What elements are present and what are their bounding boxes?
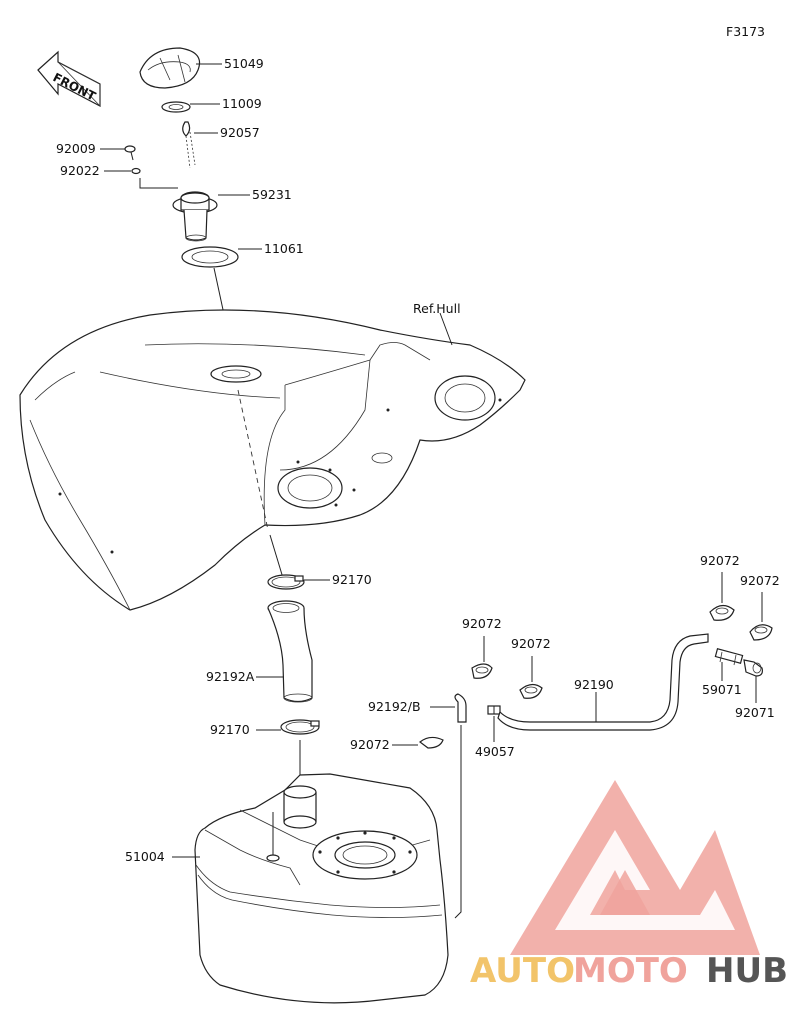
callout-breather-short-hose: 92192/B (368, 699, 421, 714)
lower-clamp-part[interactable] (280, 719, 320, 735)
strap-part[interactable] (182, 121, 196, 169)
cap-gasket-part[interactable] (161, 101, 191, 113)
watermark-hub: HUB (706, 951, 788, 991)
callout-fuel-tank: 51004 (125, 849, 165, 864)
callout-cap-gasket: 11009 (222, 96, 262, 111)
screw-part[interactable] (124, 145, 136, 161)
callout-washer: 92022 (60, 163, 100, 178)
upper-clamp-part[interactable] (267, 574, 305, 590)
callout-screw: 92009 (56, 141, 96, 156)
callout-filler-hose: 92192A (206, 669, 255, 684)
callout-joint: 49057 (475, 744, 515, 759)
callout-neck-gasket: 11061 (264, 241, 304, 256)
cap-part[interactable] (139, 47, 201, 89)
ref-hull-label: Ref.Hull (413, 301, 461, 316)
breather-short-hose-part[interactable] (454, 693, 467, 723)
filler-neck-part[interactable] (172, 191, 218, 242)
filler-hose-part[interactable] (267, 600, 313, 703)
joint-part[interactable] (487, 705, 501, 715)
callout-clip-b: 92072 (462, 616, 502, 631)
callout-upper-clamp: 92170 (332, 572, 372, 587)
clip-e-part[interactable] (749, 624, 773, 641)
watermark-moto: MOTO (573, 951, 688, 991)
clip-d-part[interactable] (709, 604, 735, 621)
clip-b-part[interactable] (471, 663, 493, 679)
washer-part[interactable] (131, 167, 141, 175)
neck-gasket-part[interactable] (181, 246, 239, 268)
callout-cap: 51049 (224, 56, 264, 71)
figure-code: F3173 (726, 24, 765, 39)
callout-clip-d: 92072 (700, 553, 740, 568)
check-valve-part[interactable] (714, 648, 744, 666)
clip-a-part[interactable] (419, 736, 444, 749)
callout-valve-cap: 92071 (735, 705, 775, 720)
hull-reference (19, 309, 526, 611)
valve-cap-part[interactable] (743, 659, 763, 677)
callout-strap: 92057 (220, 125, 260, 140)
callout-check-valve: 59071 (702, 682, 742, 697)
callout-clip-e: 92072 (740, 573, 780, 588)
callout-lower-clamp: 92170 (210, 722, 250, 737)
front-arrow-icon: FRONT (37, 50, 101, 107)
breather-hose-part[interactable] (497, 633, 709, 731)
callout-clip-a: 92072 (350, 737, 390, 752)
watermark-logo (510, 780, 760, 955)
callout-breather-hose: 92190 (574, 677, 614, 692)
callout-filler-neck: 59231 (252, 187, 292, 202)
clip-c-part[interactable] (519, 683, 543, 699)
watermark-auto: AUTO (470, 951, 575, 991)
callout-clip-c: 92072 (511, 636, 551, 651)
fuel-tank-part[interactable] (194, 773, 449, 1004)
